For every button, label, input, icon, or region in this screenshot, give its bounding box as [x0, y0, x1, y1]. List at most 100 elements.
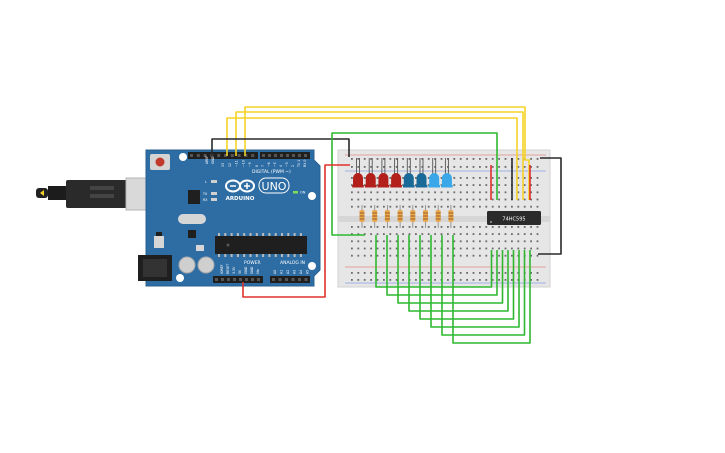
breadboard-hole[interactable]	[415, 240, 417, 243]
pin-hole[interactable]	[298, 154, 301, 157]
breadboard-hole[interactable]	[415, 272, 417, 274]
resistor[interactable]	[372, 205, 378, 228]
breadboard-hole[interactable]	[523, 166, 526, 168]
pin-hole[interactable]	[224, 154, 227, 157]
breadboard-hole[interactable]	[383, 198, 385, 201]
breadboard-hole[interactable]	[395, 279, 398, 281]
breadboard-hole[interactable]	[440, 205, 443, 208]
resistor[interactable]	[448, 205, 454, 228]
breadboard-hole[interactable]	[472, 191, 475, 194]
breadboard-hole[interactable]	[498, 240, 500, 243]
breadboard-hole[interactable]	[504, 191, 507, 194]
breadboard-hole[interactable]	[351, 279, 353, 281]
breadboard-hole[interactable]	[485, 233, 488, 235]
breadboard-hole[interactable]	[408, 233, 411, 235]
breadboard-hole[interactable]	[440, 158, 443, 160]
breadboard-hole[interactable]	[517, 166, 520, 168]
breadboard-hole[interactable]	[459, 240, 462, 243]
pin-hole[interactable]	[291, 278, 295, 281]
breadboard-hole[interactable]	[511, 226, 513, 228]
breadboard-hole[interactable]	[447, 158, 449, 160]
breadboard-hole[interactable]	[351, 177, 353, 179]
breadboard-hole[interactable]	[472, 177, 475, 179]
breadboard-hole[interactable]	[427, 254, 430, 257]
breadboard-hole[interactable]	[536, 226, 539, 228]
breadboard-hole[interactable]	[479, 233, 481, 235]
breadboard-hole[interactable]	[427, 247, 430, 250]
breadboard-hole[interactable]	[357, 247, 360, 250]
breadboard-hole[interactable]	[434, 226, 436, 228]
breadboard-hole[interactable]	[421, 158, 424, 160]
breadboard-hole[interactable]	[459, 233, 462, 235]
breadboard-hole[interactable]	[376, 198, 379, 201]
breadboard-hole[interactable]	[440, 198, 443, 201]
breadboard-hole[interactable]	[402, 233, 404, 235]
breadboard-hole[interactable]	[363, 177, 366, 179]
breadboard-hole[interactable]	[427, 205, 430, 208]
breadboard-hole[interactable]	[395, 254, 398, 257]
breadboard-hole[interactable]	[485, 166, 488, 168]
breadboard-hole[interactable]	[447, 254, 449, 257]
breadboard-hole[interactable]	[459, 254, 462, 257]
breadboard-hole[interactable]	[466, 254, 468, 257]
pin-hole[interactable]	[227, 278, 230, 281]
led[interactable]	[377, 158, 390, 188]
breadboard-hole[interactable]	[402, 279, 404, 281]
breadboard-hole[interactable]	[447, 198, 449, 201]
breadboard-hole[interactable]	[491, 177, 494, 179]
breadboard-hole[interactable]	[491, 184, 494, 186]
breadboard-hole[interactable]	[421, 254, 424, 257]
breadboard-hole[interactable]	[351, 205, 353, 208]
wire-green[interactable]	[408, 235, 509, 312]
breadboard-hole[interactable]	[498, 279, 500, 281]
breadboard-hole[interactable]	[351, 272, 353, 274]
breadboard-hole[interactable]	[453, 279, 456, 281]
breadboard-hole[interactable]	[383, 279, 385, 281]
breadboard-hole[interactable]	[479, 198, 481, 201]
breadboard-hole[interactable]	[459, 247, 462, 250]
breadboard-hole[interactable]	[389, 166, 392, 168]
breadboard-hole[interactable]	[415, 158, 417, 160]
breadboard-hole[interactable]	[453, 247, 456, 250]
breadboard-hole[interactable]	[504, 226, 507, 228]
pin-hole[interactable]	[268, 154, 271, 157]
breadboard-hole[interactable]	[395, 240, 398, 243]
breadboard-hole[interactable]	[395, 272, 398, 274]
pin-hole[interactable]	[251, 154, 255, 157]
breadboard-hole[interactable]	[491, 240, 494, 243]
breadboard-hole[interactable]	[383, 254, 385, 257]
shift-register-chip[interactable]: 74HC595	[487, 211, 541, 225]
breadboard-hole[interactable]	[479, 184, 481, 186]
breadboard-hole[interactable]	[395, 205, 398, 208]
resistor[interactable]	[410, 205, 416, 228]
breadboard-hole[interactable]	[459, 226, 462, 228]
breadboard-hole[interactable]	[453, 205, 456, 208]
breadboard-hole[interactable]	[453, 254, 456, 257]
breadboard-hole[interactable]	[479, 247, 481, 250]
breadboard-hole[interactable]	[472, 166, 475, 168]
breadboard-hole[interactable]	[402, 191, 404, 194]
breadboard-hole[interactable]	[498, 205, 500, 208]
digital-header-right[interactable]	[260, 152, 310, 159]
breadboard-hole[interactable]	[370, 254, 372, 257]
led[interactable]	[364, 158, 377, 188]
breadboard-hole[interactable]	[370, 191, 372, 194]
breadboard-hole[interactable]	[427, 191, 430, 194]
breadboard-hole[interactable]	[517, 191, 520, 194]
breadboard-hole[interactable]	[434, 198, 436, 201]
wire-green[interactable]	[397, 235, 504, 304]
breadboard-hole[interactable]	[530, 233, 532, 235]
breadboard-hole[interactable]	[491, 247, 494, 250]
breadboard-hole[interactable]	[415, 198, 417, 201]
digital-header-left[interactable]	[188, 152, 258, 159]
breadboard-hole[interactable]	[530, 166, 532, 168]
breadboard-hole[interactable]	[504, 279, 507, 281]
breadboard-hole[interactable]	[472, 272, 475, 274]
wire-green[interactable]	[441, 235, 526, 336]
pin-hole[interactable]	[262, 154, 265, 157]
breadboard-hole[interactable]	[472, 184, 475, 186]
breadboard-hole[interactable]	[389, 272, 392, 274]
breadboard-hole[interactable]	[491, 233, 494, 235]
breadboard-hole[interactable]	[453, 191, 456, 194]
breadboard-hole[interactable]	[351, 226, 353, 228]
